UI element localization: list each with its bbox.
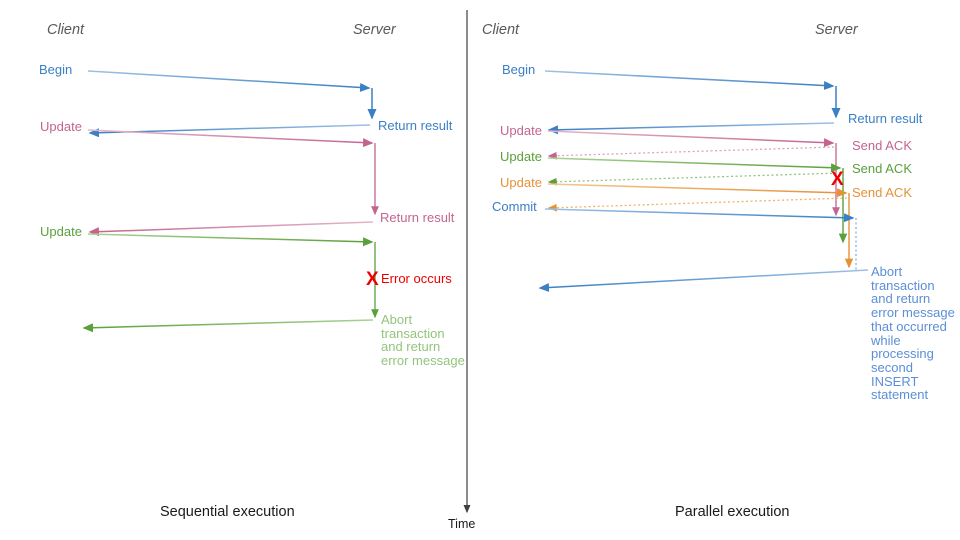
error-x-icon-parallel: X xyxy=(831,169,844,190)
update-1-label-parallel: Update xyxy=(500,123,542,138)
arrow-update-3-request xyxy=(547,183,848,198)
arrow-abort-response xyxy=(538,269,869,293)
arrow-update-1-request xyxy=(547,130,835,148)
return-result-1-label-sequential: Return result xyxy=(378,118,453,133)
commit-label-parallel: Commit xyxy=(492,199,537,214)
caption-sequential: Sequential execution xyxy=(160,504,295,520)
caption-parallel: Parallel execution xyxy=(675,504,790,520)
error-x-icon-sequential: X xyxy=(366,269,379,290)
arrow-commit-request xyxy=(544,208,855,223)
arrow-return-result-1 xyxy=(88,124,371,138)
arrow-begin-request xyxy=(87,70,371,92)
return-result-label-parallel: Return result xyxy=(848,111,923,126)
abort-message-label-sequential: Abort transaction and return error messa… xyxy=(381,312,465,369)
arrow-return-result xyxy=(547,122,835,135)
begin-label-sequential: Begin xyxy=(39,62,73,77)
begin-label-parallel: Begin xyxy=(502,62,536,77)
arrow-send-ack-1 xyxy=(547,146,835,160)
arrow-update-2-request xyxy=(547,157,842,173)
arrow-abort-response xyxy=(82,319,374,333)
send-ack-3-label-parallel: Send ACK xyxy=(852,185,912,200)
client-header-parallel: Client xyxy=(482,22,520,38)
client-header-sequential: Client xyxy=(47,22,85,38)
time-axis-label: Time xyxy=(448,517,476,531)
update-1-label-sequential: Update xyxy=(40,119,82,134)
server-header-sequential: Server xyxy=(353,22,396,38)
send-ack-1-label-parallel: Send ACK xyxy=(852,138,912,153)
abort-message-label-parallel: Abort transaction and return error messa… xyxy=(871,264,955,403)
arrow-update-2-request xyxy=(87,233,374,247)
sequential-panel-arrows xyxy=(82,70,379,333)
parallel-panel-arrows xyxy=(538,70,869,293)
send-ack-2-label-parallel: Send ACK xyxy=(852,161,912,176)
return-result-2-label-sequential: Return result xyxy=(380,210,455,225)
update-2-label-parallel: Update xyxy=(500,149,542,164)
arrow-send-ack-3 xyxy=(547,197,848,212)
error-occurs-label-sequential: Error occurs xyxy=(381,271,452,286)
update-2-label-sequential: Update xyxy=(40,224,82,239)
arrow-begin-request xyxy=(544,70,835,91)
update-3-label-parallel: Update xyxy=(500,175,542,190)
arrow-update-1-request xyxy=(87,129,374,148)
arrow-send-ack-2 xyxy=(547,172,842,186)
server-header-parallel: Server xyxy=(815,22,858,38)
arrow-return-result-2 xyxy=(88,221,374,237)
